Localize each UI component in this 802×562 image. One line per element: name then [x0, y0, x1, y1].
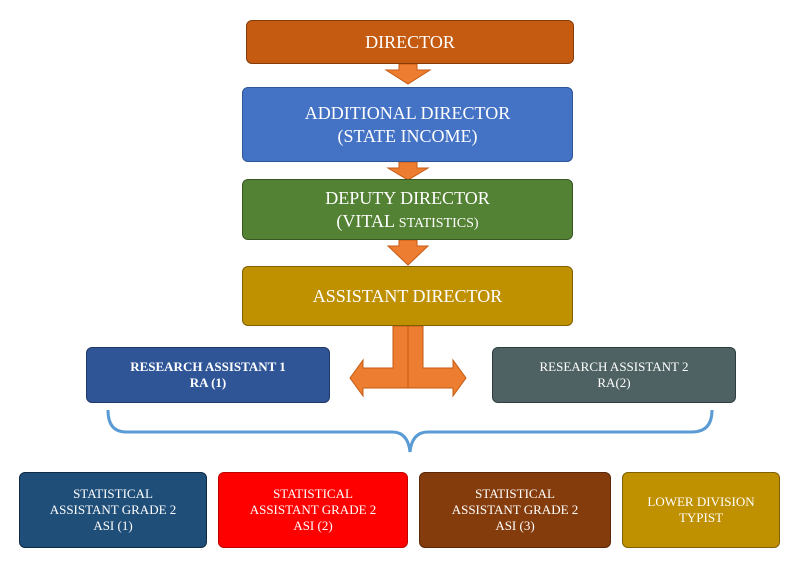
research-assistant-1-title: RESEARCH ASSISTANT 1	[130, 358, 286, 374]
arrow-director-to-additional	[384, 63, 432, 85]
asi-1-line2: ASSISTANT GRADE 2	[49, 501, 177, 517]
asi-2-line1: STATISTICAL	[273, 485, 353, 501]
asi-2-line2: ASSISTANT GRADE 2	[249, 501, 377, 517]
asi-3-box[interactable]: STATISTICAL ASSISTANT GRADE 2 ASI (3)	[419, 472, 611, 548]
additional-director-title: ADDITIONAL DIRECTOR	[304, 103, 511, 123]
curly-brace	[106, 409, 714, 453]
ldt-line1: LOWER DIVISION	[647, 493, 755, 509]
asi-3-line1: STATISTICAL	[475, 485, 555, 501]
arrow-additional-to-deputy	[386, 161, 430, 181]
deputy-director-title: DEPUTY DIRECTOR	[325, 188, 490, 208]
director-box[interactable]: DIRECTOR	[246, 20, 574, 64]
research-assistant-1-box[interactable]: RESEARCH ASSISTANT 1 RA (1)	[86, 347, 330, 403]
research-assistant-2-box[interactable]: RESEARCH ASSISTANT 2 RA(2)	[492, 347, 736, 403]
arrow-deputy-to-assistant	[386, 239, 430, 266]
deputy-director-box[interactable]: DEPUTY DIRECTOR (VITAL STATISTICS)	[242, 179, 573, 240]
deputy-director-subtitle-a: (VITAL	[336, 210, 399, 231]
asi-3-line3: ASI (3)	[495, 518, 535, 534]
deputy-director-subtitle: (VITAL STATISTICS)	[336, 210, 478, 233]
asi-1-line3: ASI (1)	[93, 518, 133, 534]
asi-1-line1: STATISTICAL	[73, 485, 153, 501]
assistant-director-label: ASSISTANT DIRECTOR	[312, 285, 503, 306]
deputy-director-subtitle-b: STATISTICS)	[398, 215, 479, 231]
asi-3-line2: ASSISTANT GRADE 2	[451, 501, 579, 517]
research-assistant-1-code: RA (1)	[189, 375, 227, 390]
research-assistant-2-code: RA(2)	[597, 375, 631, 390]
ldt-line2: TYPIST	[678, 510, 724, 525]
asi-2-line3: ASI (2)	[293, 518, 333, 534]
additional-director-box[interactable]: ADDITIONAL DIRECTOR (STATE INCOME)	[242, 87, 573, 162]
asi-1-box[interactable]: STATISTICAL ASSISTANT GRADE 2 ASI (1)	[19, 472, 207, 548]
assistant-director-box[interactable]: ASSISTANT DIRECTOR	[242, 266, 573, 326]
lower-division-typist-box[interactable]: LOWER DIVISION TYPIST	[622, 472, 780, 548]
director-label: DIRECTOR	[365, 31, 455, 52]
asi-2-box[interactable]: STATISTICAL ASSISTANT GRADE 2 ASI (2)	[218, 472, 408, 548]
additional-director-subtitle: (STATE INCOME)	[337, 125, 478, 146]
research-assistant-2-title: RESEARCH ASSISTANT 2	[539, 358, 689, 374]
